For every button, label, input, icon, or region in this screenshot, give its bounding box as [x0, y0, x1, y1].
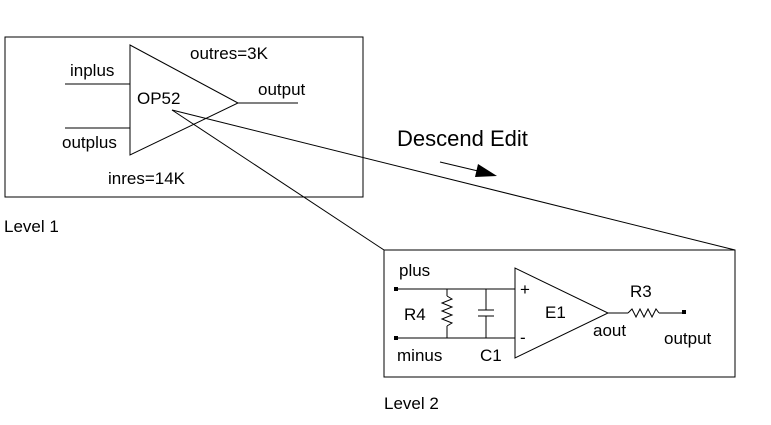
level1-caption: Level 1	[4, 217, 59, 236]
zoom-line-left	[171, 109, 385, 251]
zoom-line-right	[171, 109, 736, 251]
level1-frame	[4, 36, 364, 198]
level2-output-terminal[interactable]	[682, 310, 686, 314]
descend-edit-label: Descend Edit	[397, 126, 528, 151]
descend-arrow-icon	[475, 164, 497, 177]
level2-plus-terminal[interactable]	[394, 287, 398, 291]
r3-resistor-symbol[interactable]	[627, 307, 660, 319]
level1-opamp-name: OP52	[137, 89, 180, 108]
e1-plus-sign: +	[520, 280, 530, 299]
level1-output-label: output	[258, 80, 306, 99]
e1-minus-sign: -	[520, 328, 526, 347]
descend-arrow-shaft	[439, 161, 479, 172]
e1-opamp-symbol[interactable]	[514, 267, 610, 359]
r4-label: R4	[404, 305, 426, 324]
r3-label: R3	[630, 282, 652, 301]
level1-outres-param: outres=3K	[190, 44, 269, 63]
level2-output-label: output	[664, 329, 712, 348]
e1-name: E1	[545, 303, 566, 322]
level1-inres-param: inres=14K	[108, 169, 186, 188]
level2-caption: Level 2	[384, 394, 439, 413]
level2-plus-label: plus	[399, 261, 430, 280]
level1-opamp-symbol[interactable]	[129, 44, 240, 156]
level1-inplus-label: inplus	[70, 61, 114, 80]
level2-minus-label: minus	[397, 346, 442, 365]
c1-label: C1	[480, 346, 502, 365]
level2-minus-terminal[interactable]	[394, 336, 398, 340]
aout-label: aout	[593, 321, 626, 340]
level2-frame	[383, 249, 736, 378]
level1-outplus-label: outplus	[62, 133, 117, 152]
r4-resistor-symbol[interactable]	[440, 295, 454, 327]
